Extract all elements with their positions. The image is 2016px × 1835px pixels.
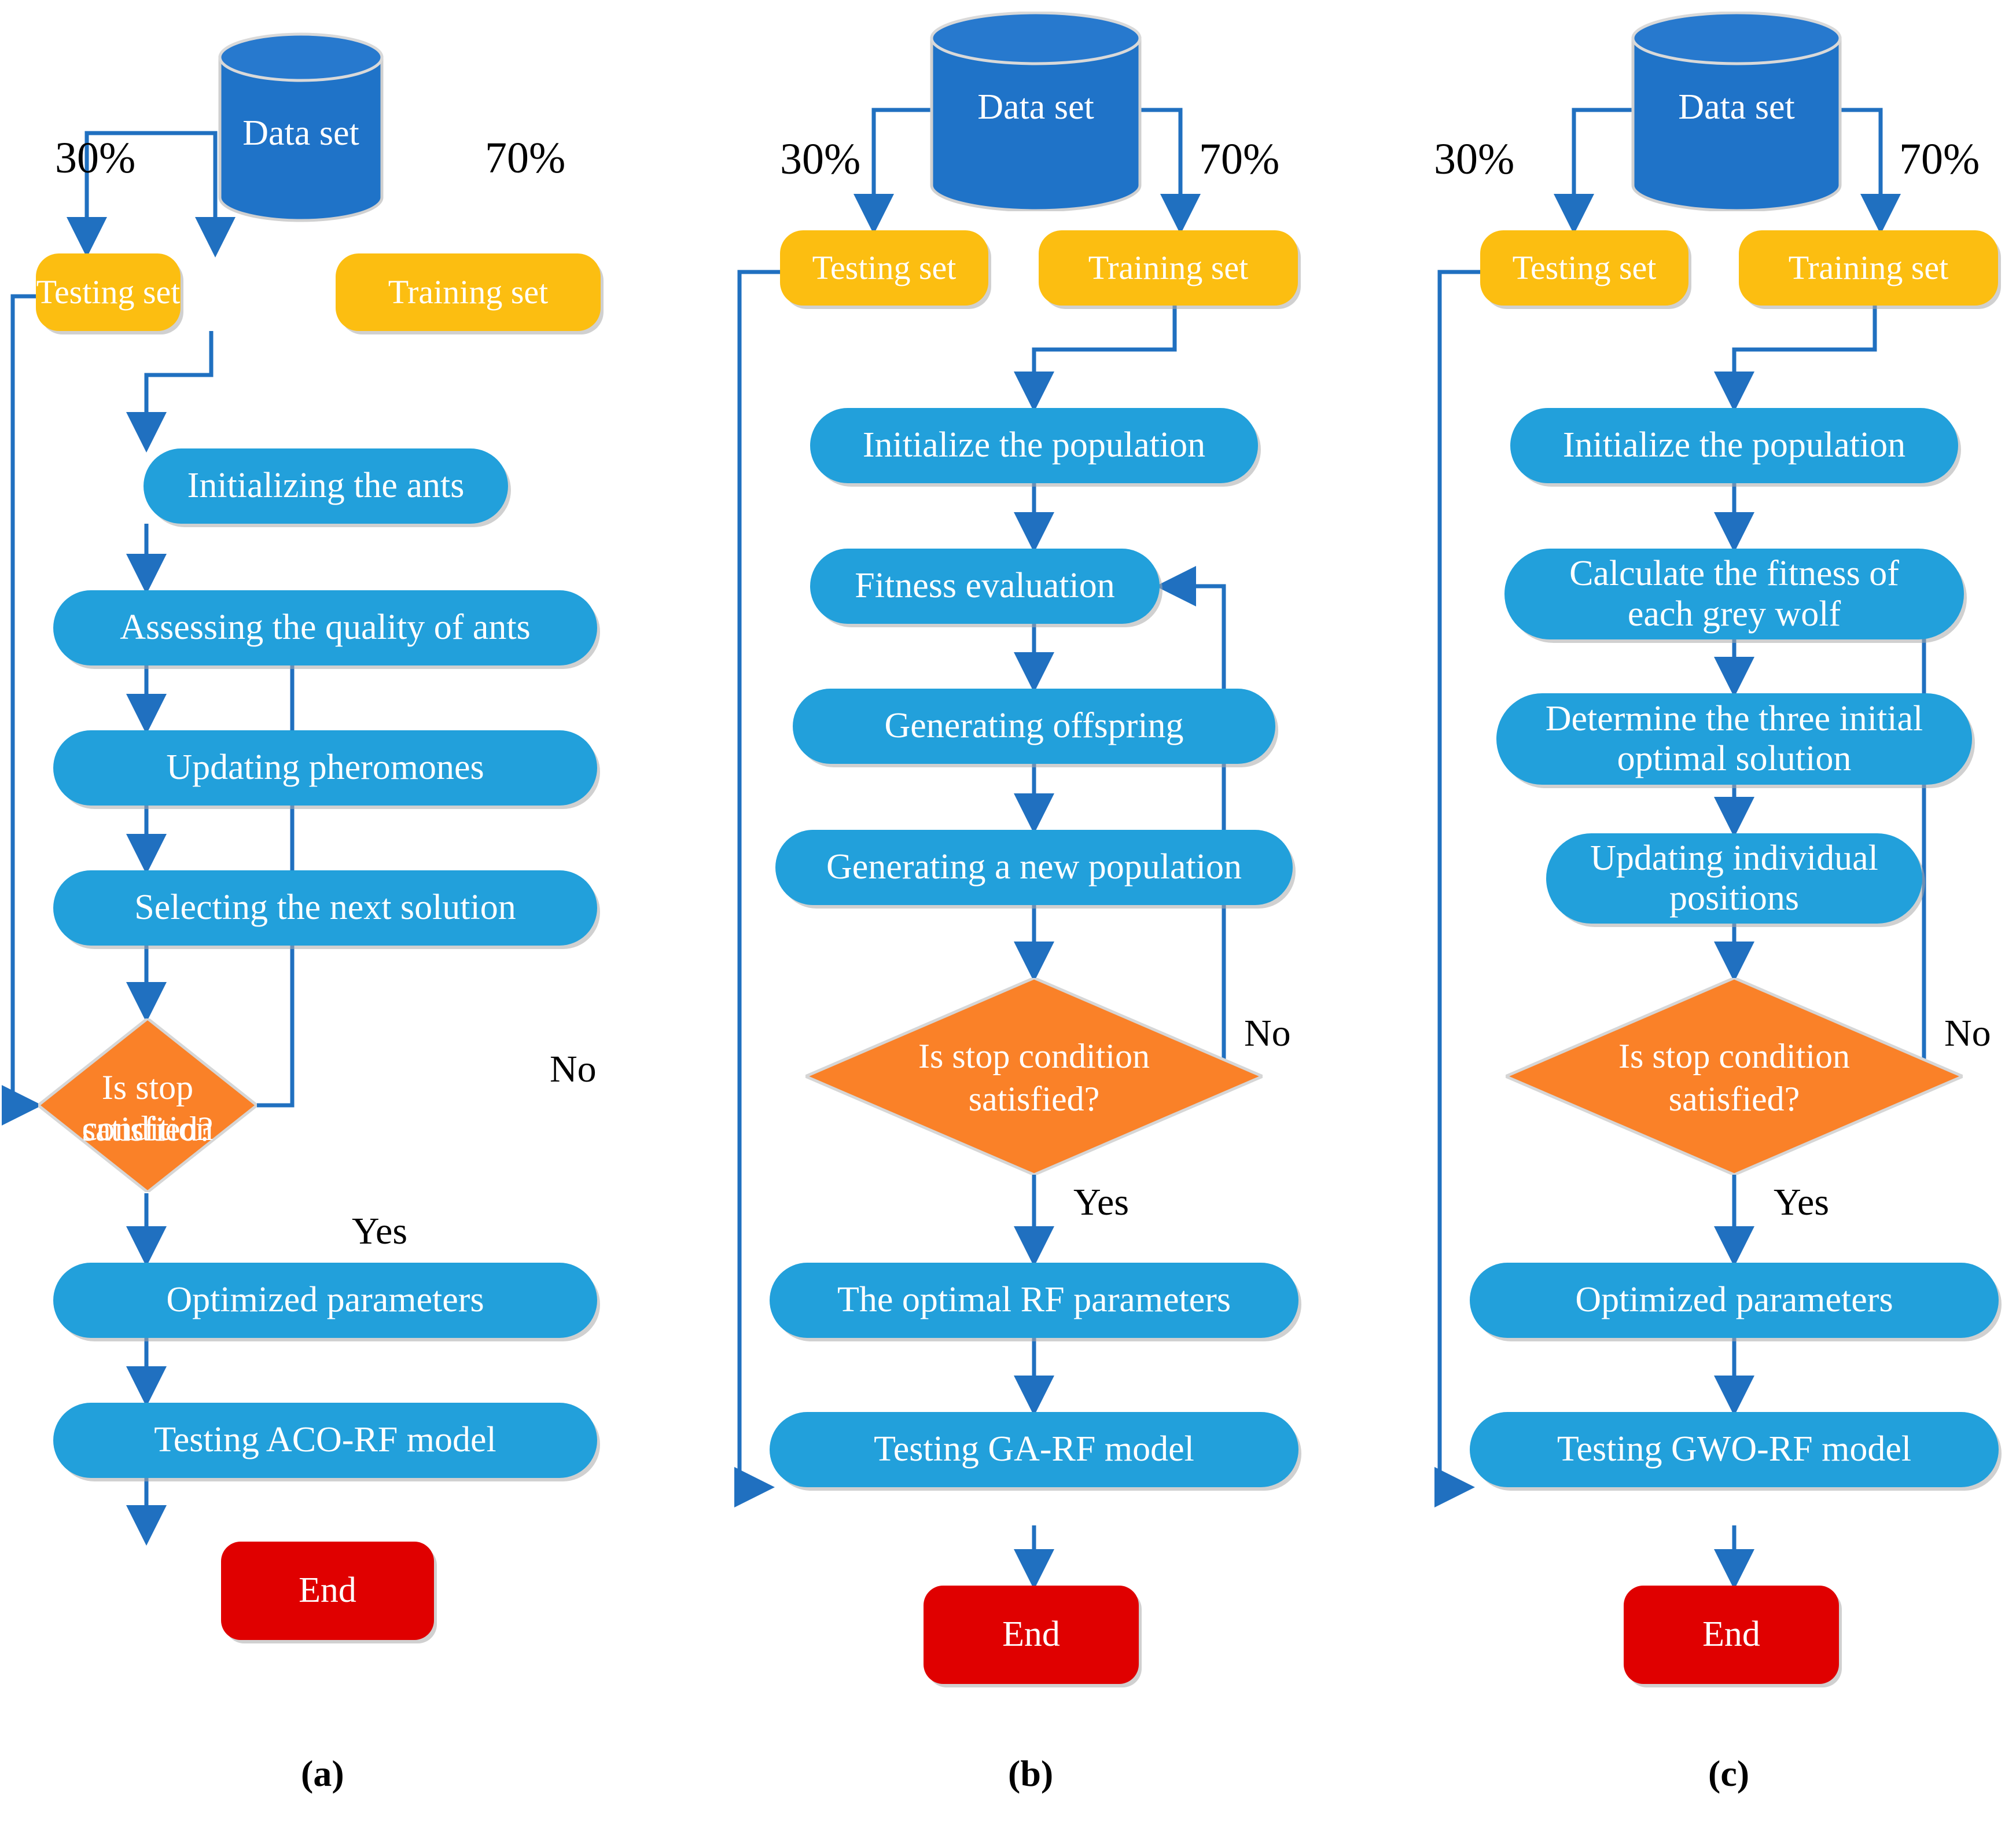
testing-model-box-b[interactable]: Testing GA-RF model [770,1412,1298,1487]
decision-label-a-line1: Is stop condition [82,1068,214,1148]
process-box-c-4-line2: positions [1669,878,1799,918]
process-box-c-2[interactable]: Calculate the fitness of each grey wolf [1504,549,1964,639]
split-left-percent-a: 30% [55,134,136,182]
branch-yes-label-a: Yes [352,1210,408,1252]
split-right-percent-c: 70% [1899,135,1980,183]
process-box-c-4[interactable]: Updating individual positions [1546,833,1922,924]
split-right-percent-b: 70% [1199,135,1280,183]
process-box-a-2[interactable]: Assessing the quality of ants [53,590,597,665]
training-set-box-c[interactable]: Training set [1739,230,1998,306]
process-box-c-3[interactable]: Determine the three initial optimal solu… [1496,693,1972,785]
decision-diamond-a[interactable]: Is stop condition satisfied? [35,1016,260,1195]
process-box-a-3[interactable]: Updating pheromones [53,730,597,806]
branch-yes-label-c: Yes [1774,1181,1830,1223]
panel-caption-a: (a) [301,1753,344,1794]
testing-set-box-c[interactable]: Testing set [1480,230,1688,306]
branch-no-label-b: No [1244,1012,1291,1054]
split-left-percent-c: 30% [1434,135,1515,183]
decision-label-a-line2: satisfied? [82,1110,214,1148]
decision-label-c-line1: Is stop condition [1618,1037,1850,1075]
testing-model-box-a[interactable]: Testing ACO-RF model [53,1403,597,1478]
testing-set-box-b[interactable]: Testing set [780,230,988,306]
process-box-a-1[interactable]: Initializing the ants [144,448,508,524]
decision-diamond-c[interactable]: Is stop condition satisfied? [1502,976,1967,1178]
data-set-label-b: Data set [977,87,1094,127]
process-box-b-4[interactable]: Generating a new population [775,830,1293,905]
split-right-percent-a: 70% [485,134,566,182]
split-left-percent-b: 30% [780,135,861,183]
decision-diamond-b[interactable]: Is stop condition satisfied? [801,976,1267,1178]
process-box-c-3-line2: optimal solution [1617,739,1852,778]
optimized-parameters-box-a[interactable]: Optimized parameters [53,1263,597,1338]
optimized-parameters-box-c[interactable]: Optimized parameters [1470,1263,1999,1338]
decision-label-b-line2: satisfied? [968,1080,1100,1118]
testing-model-box-c[interactable]: Testing GWO-RF model [1470,1412,1999,1487]
branch-yes-label-b: Yes [1073,1181,1130,1223]
decision-label-b-line1: Is stop condition [918,1037,1150,1075]
data-set-label-a: Data set [242,113,359,153]
end-box-c[interactable]: End [1624,1586,1839,1684]
data-set-cylinder-a [218,32,384,222]
process-box-c-2-line1: Calculate the fitness of [1569,554,1899,594]
optimal-parameters-box-b[interactable]: The optimal RF parameters [770,1263,1298,1338]
process-box-a-4[interactable]: Selecting the next solution [53,870,597,946]
process-box-b-3[interactable]: Generating offspring [793,689,1275,764]
process-box-c-2-line2: each grey wolf [1627,594,1841,634]
data-set-label-c: Data set [1678,87,1795,127]
process-box-c-1[interactable]: Initialize the population [1510,408,1958,483]
panel-caption-c: (c) [1708,1753,1750,1794]
training-set-box-a[interactable]: Training set [336,253,601,331]
testing-set-box-a[interactable]: Testing set [36,253,181,331]
branch-no-label-c: No [1944,1012,1991,1054]
process-box-c-3-line1: Determine the three initial [1545,698,1923,738]
end-box-a[interactable]: End [221,1542,434,1640]
branch-no-label-a: No [550,1048,597,1090]
process-box-c-4-line1: Updating individual [1590,838,1878,878]
panel-caption-b: (b) [1008,1753,1054,1794]
process-box-b-2[interactable]: Fitness evaluation [810,549,1160,624]
decision-label-c-line2: satisfied? [1668,1080,1800,1118]
end-box-b[interactable]: End [924,1586,1139,1684]
process-box-b-1[interactable]: Initialize the population [810,408,1258,483]
training-set-box-b[interactable]: Training set [1039,230,1298,306]
